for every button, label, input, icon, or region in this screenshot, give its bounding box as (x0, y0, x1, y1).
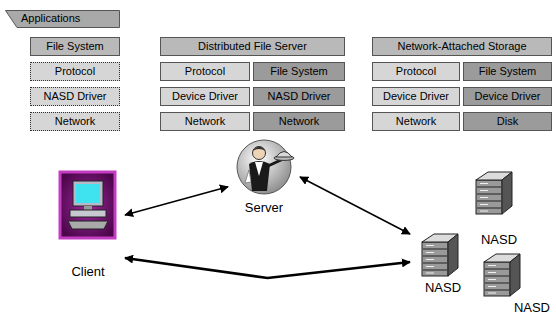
layer-label: Protocol (185, 65, 225, 78)
layer-box: Network (253, 112, 345, 131)
layer-label: File System (479, 65, 536, 78)
client-node: Client (55, 170, 121, 280)
node-label: Server (245, 200, 283, 216)
waiter-head (253, 147, 266, 160)
nasd-icon (476, 172, 512, 214)
node-label: Client (71, 264, 104, 280)
layer-box: Network (160, 112, 250, 131)
layer-box: Protocol (372, 62, 460, 81)
nasd-icon (422, 234, 458, 276)
waiter-hair (253, 147, 266, 152)
tray-dome (276, 152, 292, 158)
layer-box: Device Driver (372, 87, 460, 106)
client-frame (60, 172, 115, 238)
nasd-node: NASD (478, 248, 552, 316)
computer-base (70, 210, 106, 217)
layer-label: Device Driver (172, 90, 238, 103)
node-label: NASD (514, 300, 550, 316)
layer-label: Applications (21, 12, 80, 25)
layer-label: File System (270, 65, 327, 78)
layer-box: Network (30, 112, 120, 131)
stack-header: Distributed File Server (160, 37, 345, 56)
monitor-case (73, 181, 103, 206)
layer-label: Network (279, 115, 319, 128)
layer-label: Device Driver (383, 90, 449, 103)
layer-box: File System (30, 37, 120, 56)
stack-header: Network-Attached Storage (372, 37, 552, 56)
server-disc (237, 140, 291, 194)
monitor-screen (76, 184, 100, 203)
layer-label: Network (55, 115, 95, 128)
layer-label: Protocol (396, 65, 436, 78)
bidirectional-arrow (125, 187, 228, 215)
server-node: Server (232, 138, 296, 216)
layer-box: Device Driver (160, 87, 250, 106)
layer-tab: Applications (5, 10, 120, 28)
layer-box: Protocol (160, 62, 250, 81)
layer-box: File System (463, 62, 552, 81)
waiter-arm (268, 160, 281, 166)
layer-label: Device Driver (474, 90, 540, 103)
napkin (245, 170, 251, 183)
nasd-node: NASD (414, 228, 472, 296)
tab-outline (6, 11, 120, 28)
bidirectional-arrow (125, 258, 410, 278)
layer-label: Network-Attached Storage (397, 40, 526, 53)
server-icon (237, 140, 294, 194)
nasd-node: NASD (470, 158, 528, 248)
layer-box: NASD Driver (253, 87, 345, 106)
layer-box: Network (372, 112, 460, 131)
layer-box: Protocol (30, 62, 120, 81)
layer-label: NASD Driver (44, 90, 107, 103)
layer-label: NASD Driver (268, 90, 331, 103)
node-label: NASD (425, 280, 461, 296)
layer-label: Network (396, 115, 436, 128)
keyboard (68, 221, 108, 229)
nasd-icon (484, 254, 520, 296)
layer-box: Disk (463, 112, 552, 131)
layer-label: Network (185, 115, 225, 128)
layer-label: Distributed File Server (198, 40, 307, 53)
waiter-shirt (255, 162, 263, 176)
layer-box: NASD Driver (30, 87, 120, 106)
layer-box: Device Driver (463, 87, 552, 106)
layer-box: File System (253, 62, 345, 81)
monitor-stand (84, 206, 92, 210)
layer-label: Protocol (55, 65, 95, 78)
layer-label: File System (46, 40, 103, 53)
node-label: NASD (481, 232, 517, 248)
bidirectional-arrow (300, 177, 410, 234)
layer-label: Disk (497, 115, 518, 128)
client-icon (60, 172, 115, 238)
